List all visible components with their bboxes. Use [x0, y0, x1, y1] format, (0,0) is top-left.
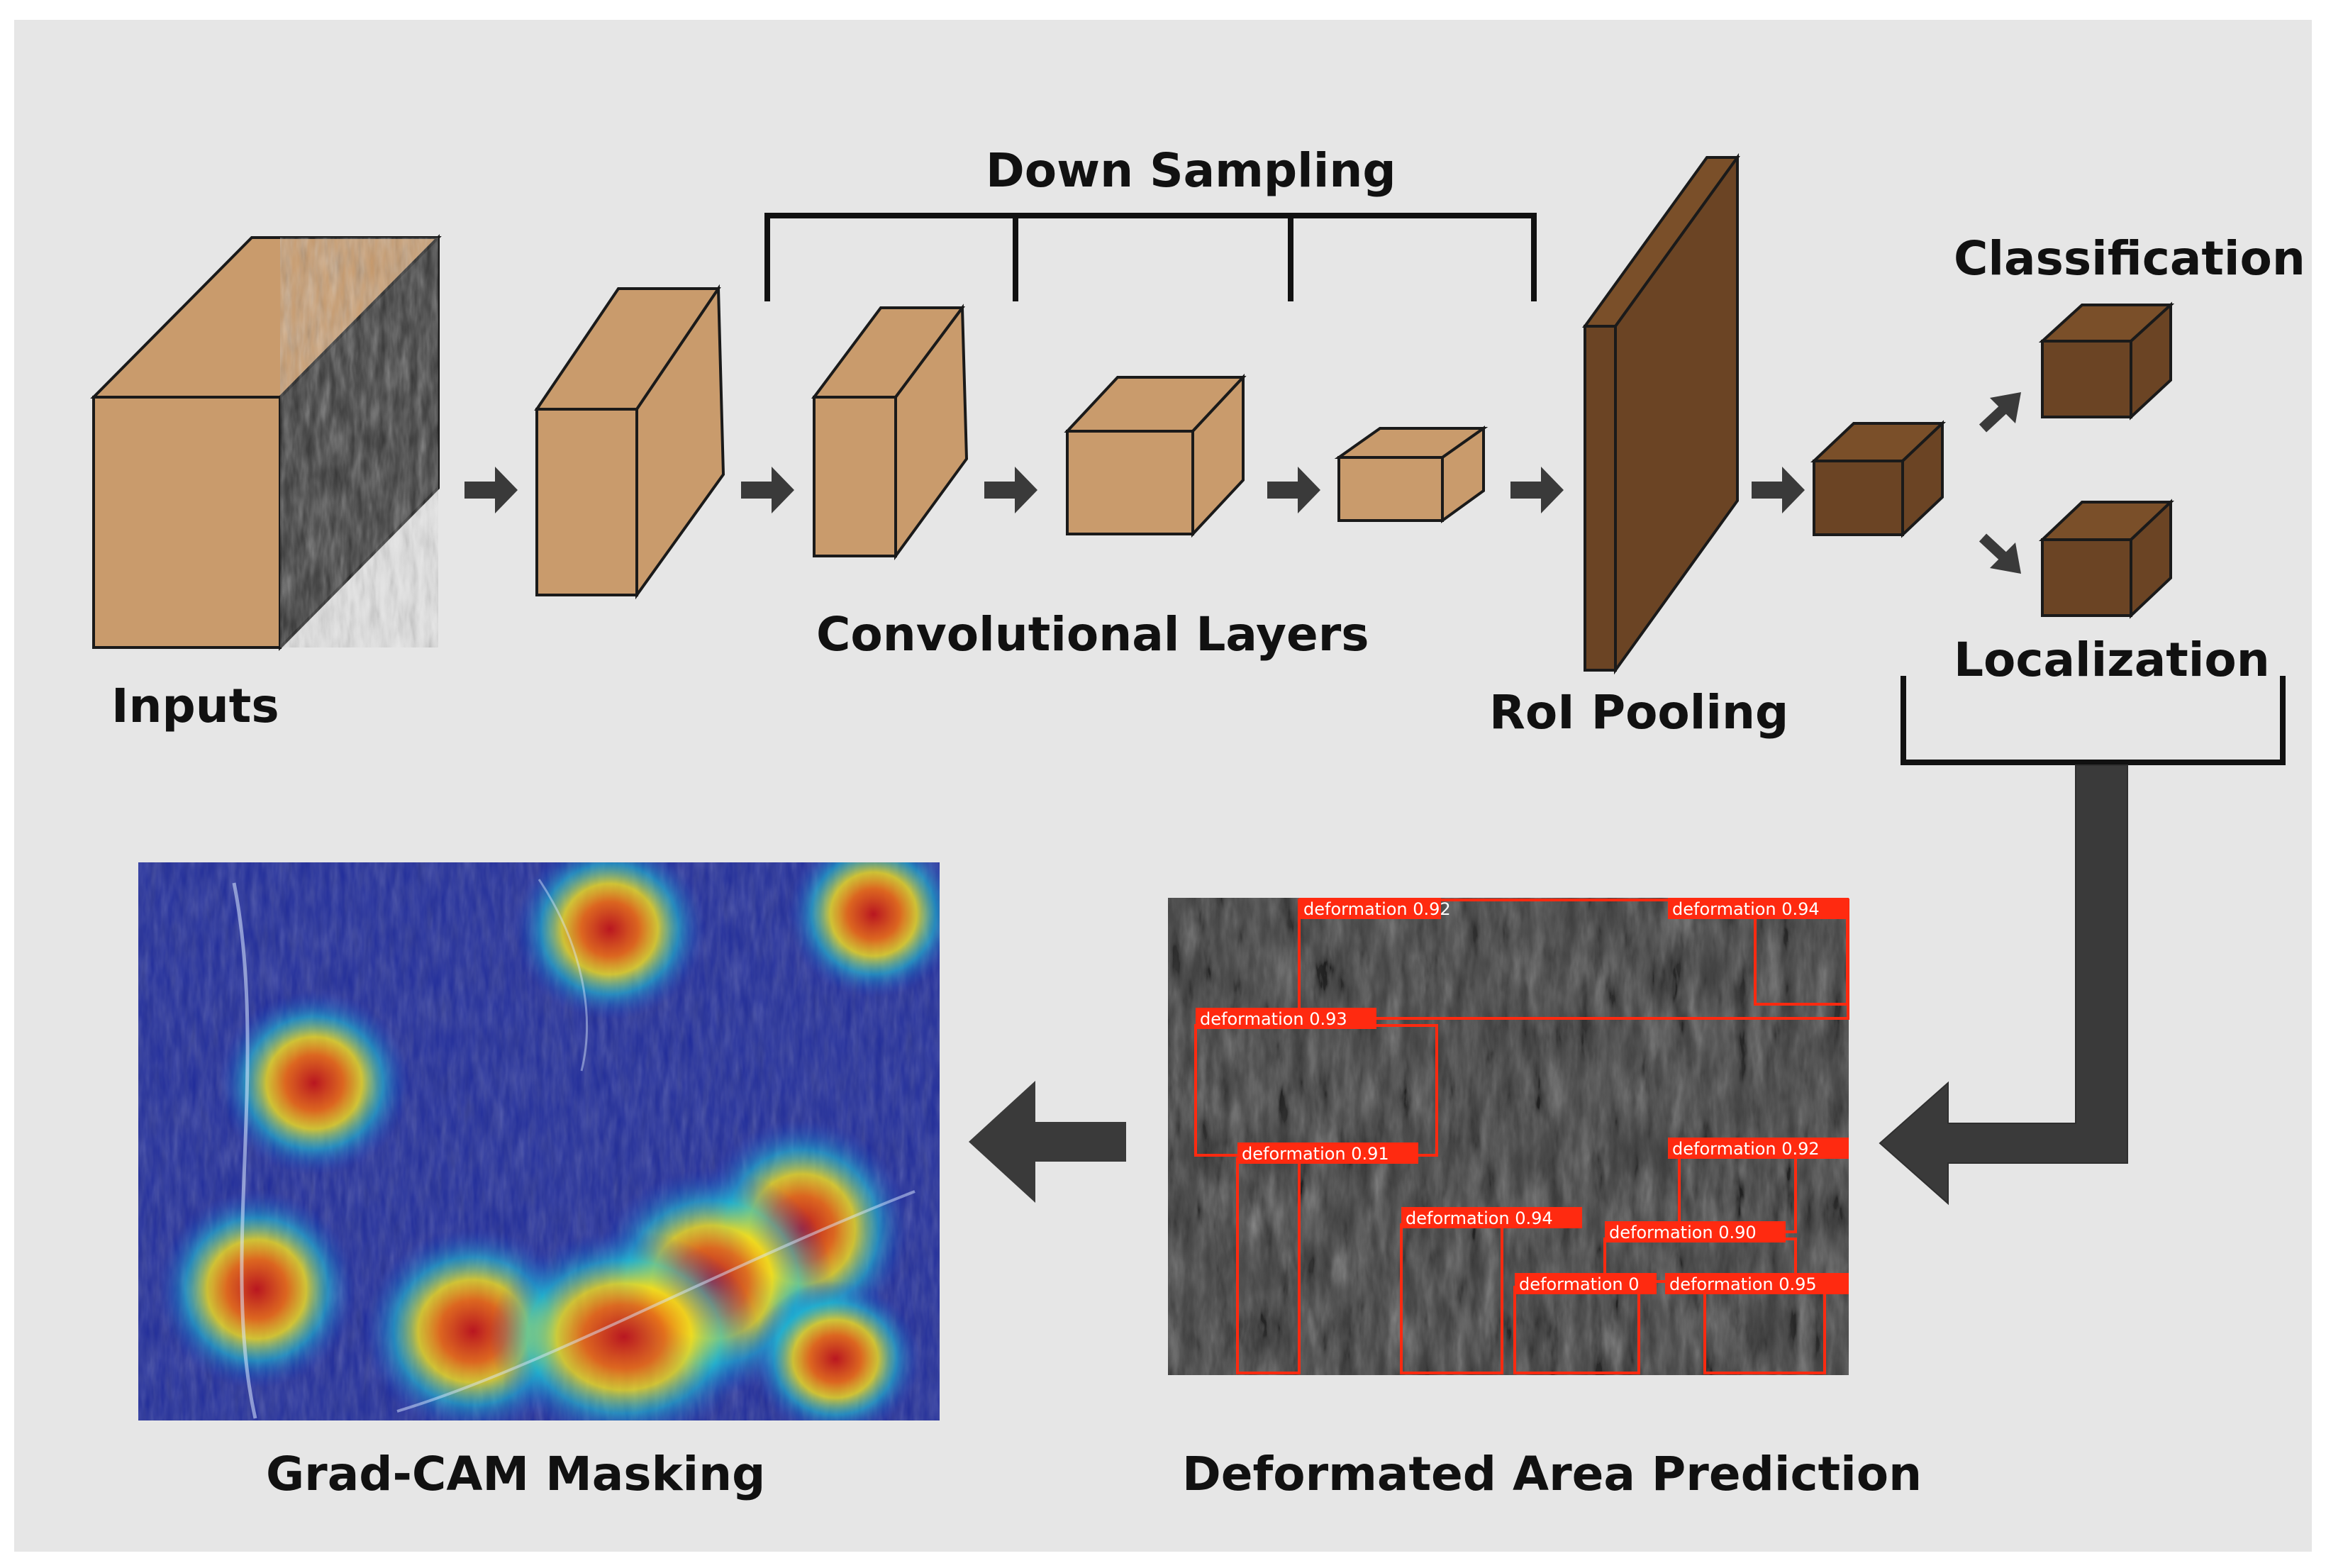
conv-layers-label: Convolutional Layers: [816, 607, 1369, 662]
arrow-right-icon: [741, 467, 794, 513]
arrow-right-icon: [464, 467, 518, 513]
flow-arrows: [464, 467, 1805, 513]
conv-layer-2: [811, 304, 969, 561]
output-bracket: [1901, 676, 2286, 765]
conv-layer-1: [534, 284, 725, 600]
arrow-up-right-icon: [1979, 392, 2021, 433]
fc-feature-cube: [1810, 420, 1947, 538]
arrow-right-icon: [984, 467, 1037, 513]
inputs-label: Inputs: [111, 679, 279, 733]
detection-label: deformation 0.95: [1669, 1274, 1817, 1294]
conv-layer-4: [1334, 426, 1488, 523]
arrow-down-right-icon: [1979, 533, 2021, 574]
roi-pooling-label: RoI Pooling: [1489, 685, 1788, 740]
detection-label: deformation 0.92: [1672, 1139, 1820, 1159]
roi-pooling-slab: [1582, 152, 1740, 675]
gradcam-label: Grad-CAM Masking: [266, 1447, 765, 1501]
input-cube: [90, 234, 442, 651]
gradcam-heatmap-image: [138, 862, 940, 1420]
down-sampling-label: Down Sampling: [986, 143, 1396, 198]
elbow-arrow-icon: [1879, 764, 2128, 1206]
detection-labels: deformation 0.92 deformation 0.94 deform…: [1196, 898, 1849, 1294]
down-sampling-bracket: [764, 213, 1537, 301]
prediction-image: [1168, 898, 1849, 1375]
prediction-label: Deformated Area Prediction: [1182, 1447, 1922, 1501]
classification-label: Classification: [1954, 231, 2305, 286]
conv-layer-3: [1064, 373, 1247, 538]
detection-label: deformation 0.90: [1609, 1223, 1757, 1242]
arrow-right-icon: [1510, 467, 1564, 513]
arrow-left-icon: [969, 1081, 1126, 1203]
detection-label: deformation 0.93: [1200, 1009, 1347, 1029]
detection-label: deformation 0.94: [1672, 899, 1820, 919]
detection-label: deformation 0.91: [1242, 1144, 1389, 1164]
localization-label: Localization: [1954, 633, 2270, 687]
arrow-right-icon: [1267, 467, 1320, 513]
classification-cube: [2038, 301, 2175, 421]
detection-label: deformation 0.94: [1406, 1208, 1553, 1228]
arrow-right-icon: [1752, 467, 1805, 513]
detection-label: deformation 0.92: [1303, 899, 1451, 919]
localization-cube: [2038, 499, 2175, 619]
detection-label: deformation 0: [1519, 1274, 1640, 1294]
